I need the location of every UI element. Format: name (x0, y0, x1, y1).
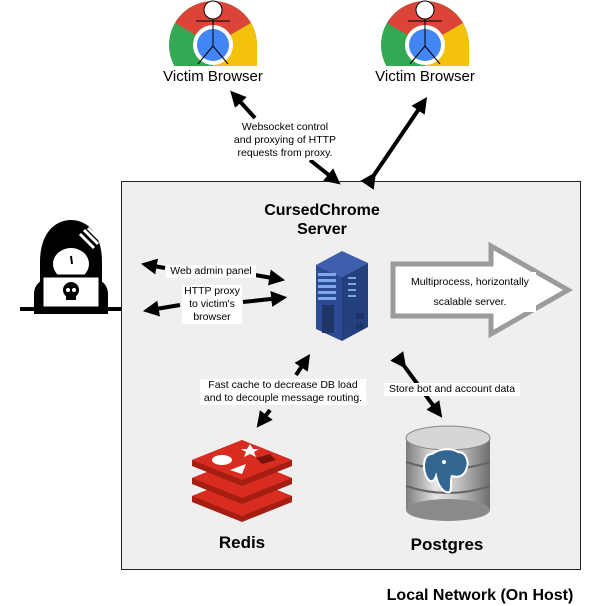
postgres-note: Store bot and account data (384, 383, 520, 396)
arrow-victim2 (360, 97, 428, 190)
arrow-proxy-right (242, 290, 288, 307)
websocket-note: Websocket control and proxying of HTTP r… (227, 121, 343, 160)
victim-browser-1-icon (168, 0, 258, 66)
redis-note: Fast cache to decrease DB load and to de… (200, 379, 366, 405)
scale-note-line1: Multiprocess, horizontally (411, 276, 529, 288)
victim-browser-1-label: Victim Browser (163, 68, 263, 85)
http-proxy-line2: to victim's (189, 298, 235, 310)
victim-browser-2-icon (380, 0, 470, 66)
postgres-label: Postgres (410, 535, 484, 554)
arrow-victim1-down (308, 158, 341, 185)
postgres-icon (405, 425, 491, 521)
arrow-admin-left (140, 258, 166, 275)
redis-label: Redis (218, 533, 266, 552)
redis-note-line2: and to decouple message routing. (203, 392, 363, 404)
redis-icon (192, 440, 292, 522)
arrow-admin-right (254, 269, 286, 286)
arrow-victim1-up (230, 90, 257, 120)
http-proxy-line1: HTTP proxy (184, 285, 240, 297)
server-title-line2: Server (297, 221, 347, 238)
arrow-redis-up (294, 354, 310, 377)
victim-browser-2-label: Victim Browser (375, 68, 475, 85)
http-proxy-line3: browser (193, 311, 231, 323)
scale-note-line2: scalable server. (433, 296, 507, 308)
server-title: CursedChrome Server (262, 201, 382, 239)
server-icon (316, 251, 368, 341)
server-title-line1: CursedChrome (264, 202, 380, 219)
websocket-note-line2: and proxying of HTTP (233, 134, 337, 146)
redis-note-line1: Fast cache to decrease DB load (208, 379, 358, 391)
local-network-box (121, 181, 581, 570)
web-admin-panel-label: Web admin panel (166, 265, 256, 278)
hacker-icon (20, 220, 122, 314)
websocket-note-line3: requests from proxy. (237, 147, 333, 159)
http-proxy-label: HTTP proxy to victim's browser (182, 285, 242, 324)
websocket-note-line1: Websocket control (241, 121, 329, 133)
local-network-label: Local Network (On Host) (386, 587, 574, 604)
scale-note: Multiprocess, horizontally scalable serv… (404, 272, 536, 312)
arrow-redis-down (256, 408, 273, 428)
arrow-proxy-left (142, 300, 181, 317)
